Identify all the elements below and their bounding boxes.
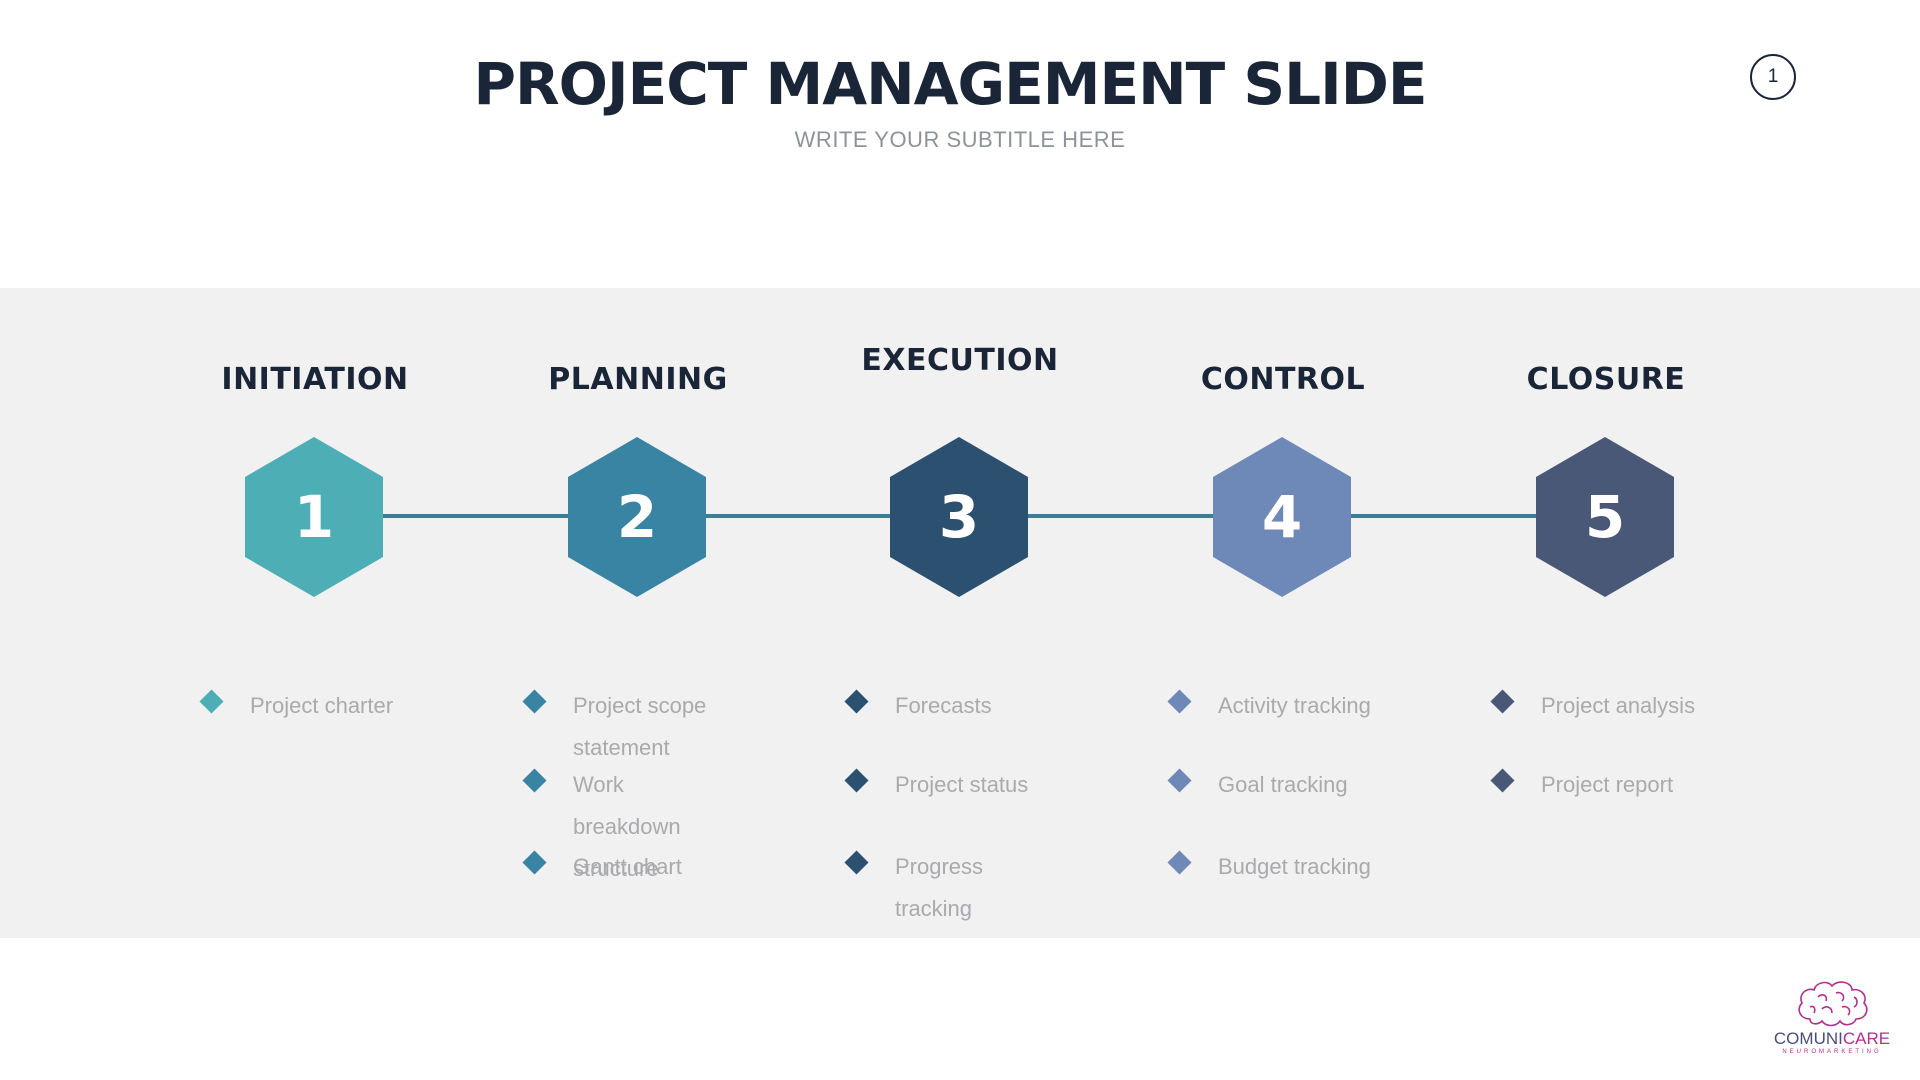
phase-title: EXECUTION <box>861 343 1059 378</box>
bullet-text: Progress tracking <box>895 854 984 921</box>
phase-title: PLANNING <box>548 362 728 397</box>
phase-number: 5 <box>1584 483 1626 551</box>
slide-subtitle: WRITE YOUR SUBTITLE HERE <box>794 127 1126 152</box>
bullet-text: Activity tracking <box>1218 693 1371 718</box>
bullet-text: Goal tracking <box>1218 772 1348 797</box>
brain-icon <box>1798 981 1868 1027</box>
phase-number: 3 <box>938 483 980 551</box>
phase-hexagon: 3 <box>890 437 1028 597</box>
phase-hexagon: 4 <box>1213 437 1351 597</box>
bullet-text: Project charter <box>250 693 394 718</box>
phase-hexagon: 1 <box>245 437 383 597</box>
bullet-text: Gantt chart <box>573 854 682 879</box>
logo-wordmark-part1: COMUNI <box>1773 1029 1843 1048</box>
bullet-text: Project analysis <box>1541 693 1696 718</box>
phase-number: 1 <box>293 483 335 551</box>
phase-hexagon: 2 <box>568 437 706 597</box>
phase-title: CONTROL <box>1200 362 1366 397</box>
phase-title: CLOSURE <box>1526 362 1686 397</box>
comunicare-logo: COMUNICARE NEUROMARKETING <box>1762 975 1902 1055</box>
bullet-text: Work breakdown structure <box>573 772 681 881</box>
process-band <box>0 288 1920 938</box>
phase-number: 4 <box>1261 483 1303 551</box>
bullet-text: Budget tracking <box>1218 854 1371 879</box>
logo-tagline: NEUROMARKETING <box>1782 1049 1882 1055</box>
bullet-text: Forecasts <box>895 693 992 718</box>
phase-title: INITIATION <box>221 362 409 397</box>
bullet-text: Project report <box>1541 772 1674 797</box>
logo-wordmark: COMUNICARE <box>1762 1029 1902 1049</box>
bullet-text: Project status <box>895 772 1029 797</box>
slide-title: PROJECT MANAGEMENT SLIDE <box>473 50 1428 118</box>
page-number-badge: 1 <box>1750 54 1796 100</box>
phase-number: 2 <box>616 483 658 551</box>
bullet-text: Project scope statement <box>573 693 707 760</box>
phase-hexagon: 5 <box>1536 437 1674 597</box>
logo-wordmark-part2: CARE <box>1842 1029 1891 1048</box>
